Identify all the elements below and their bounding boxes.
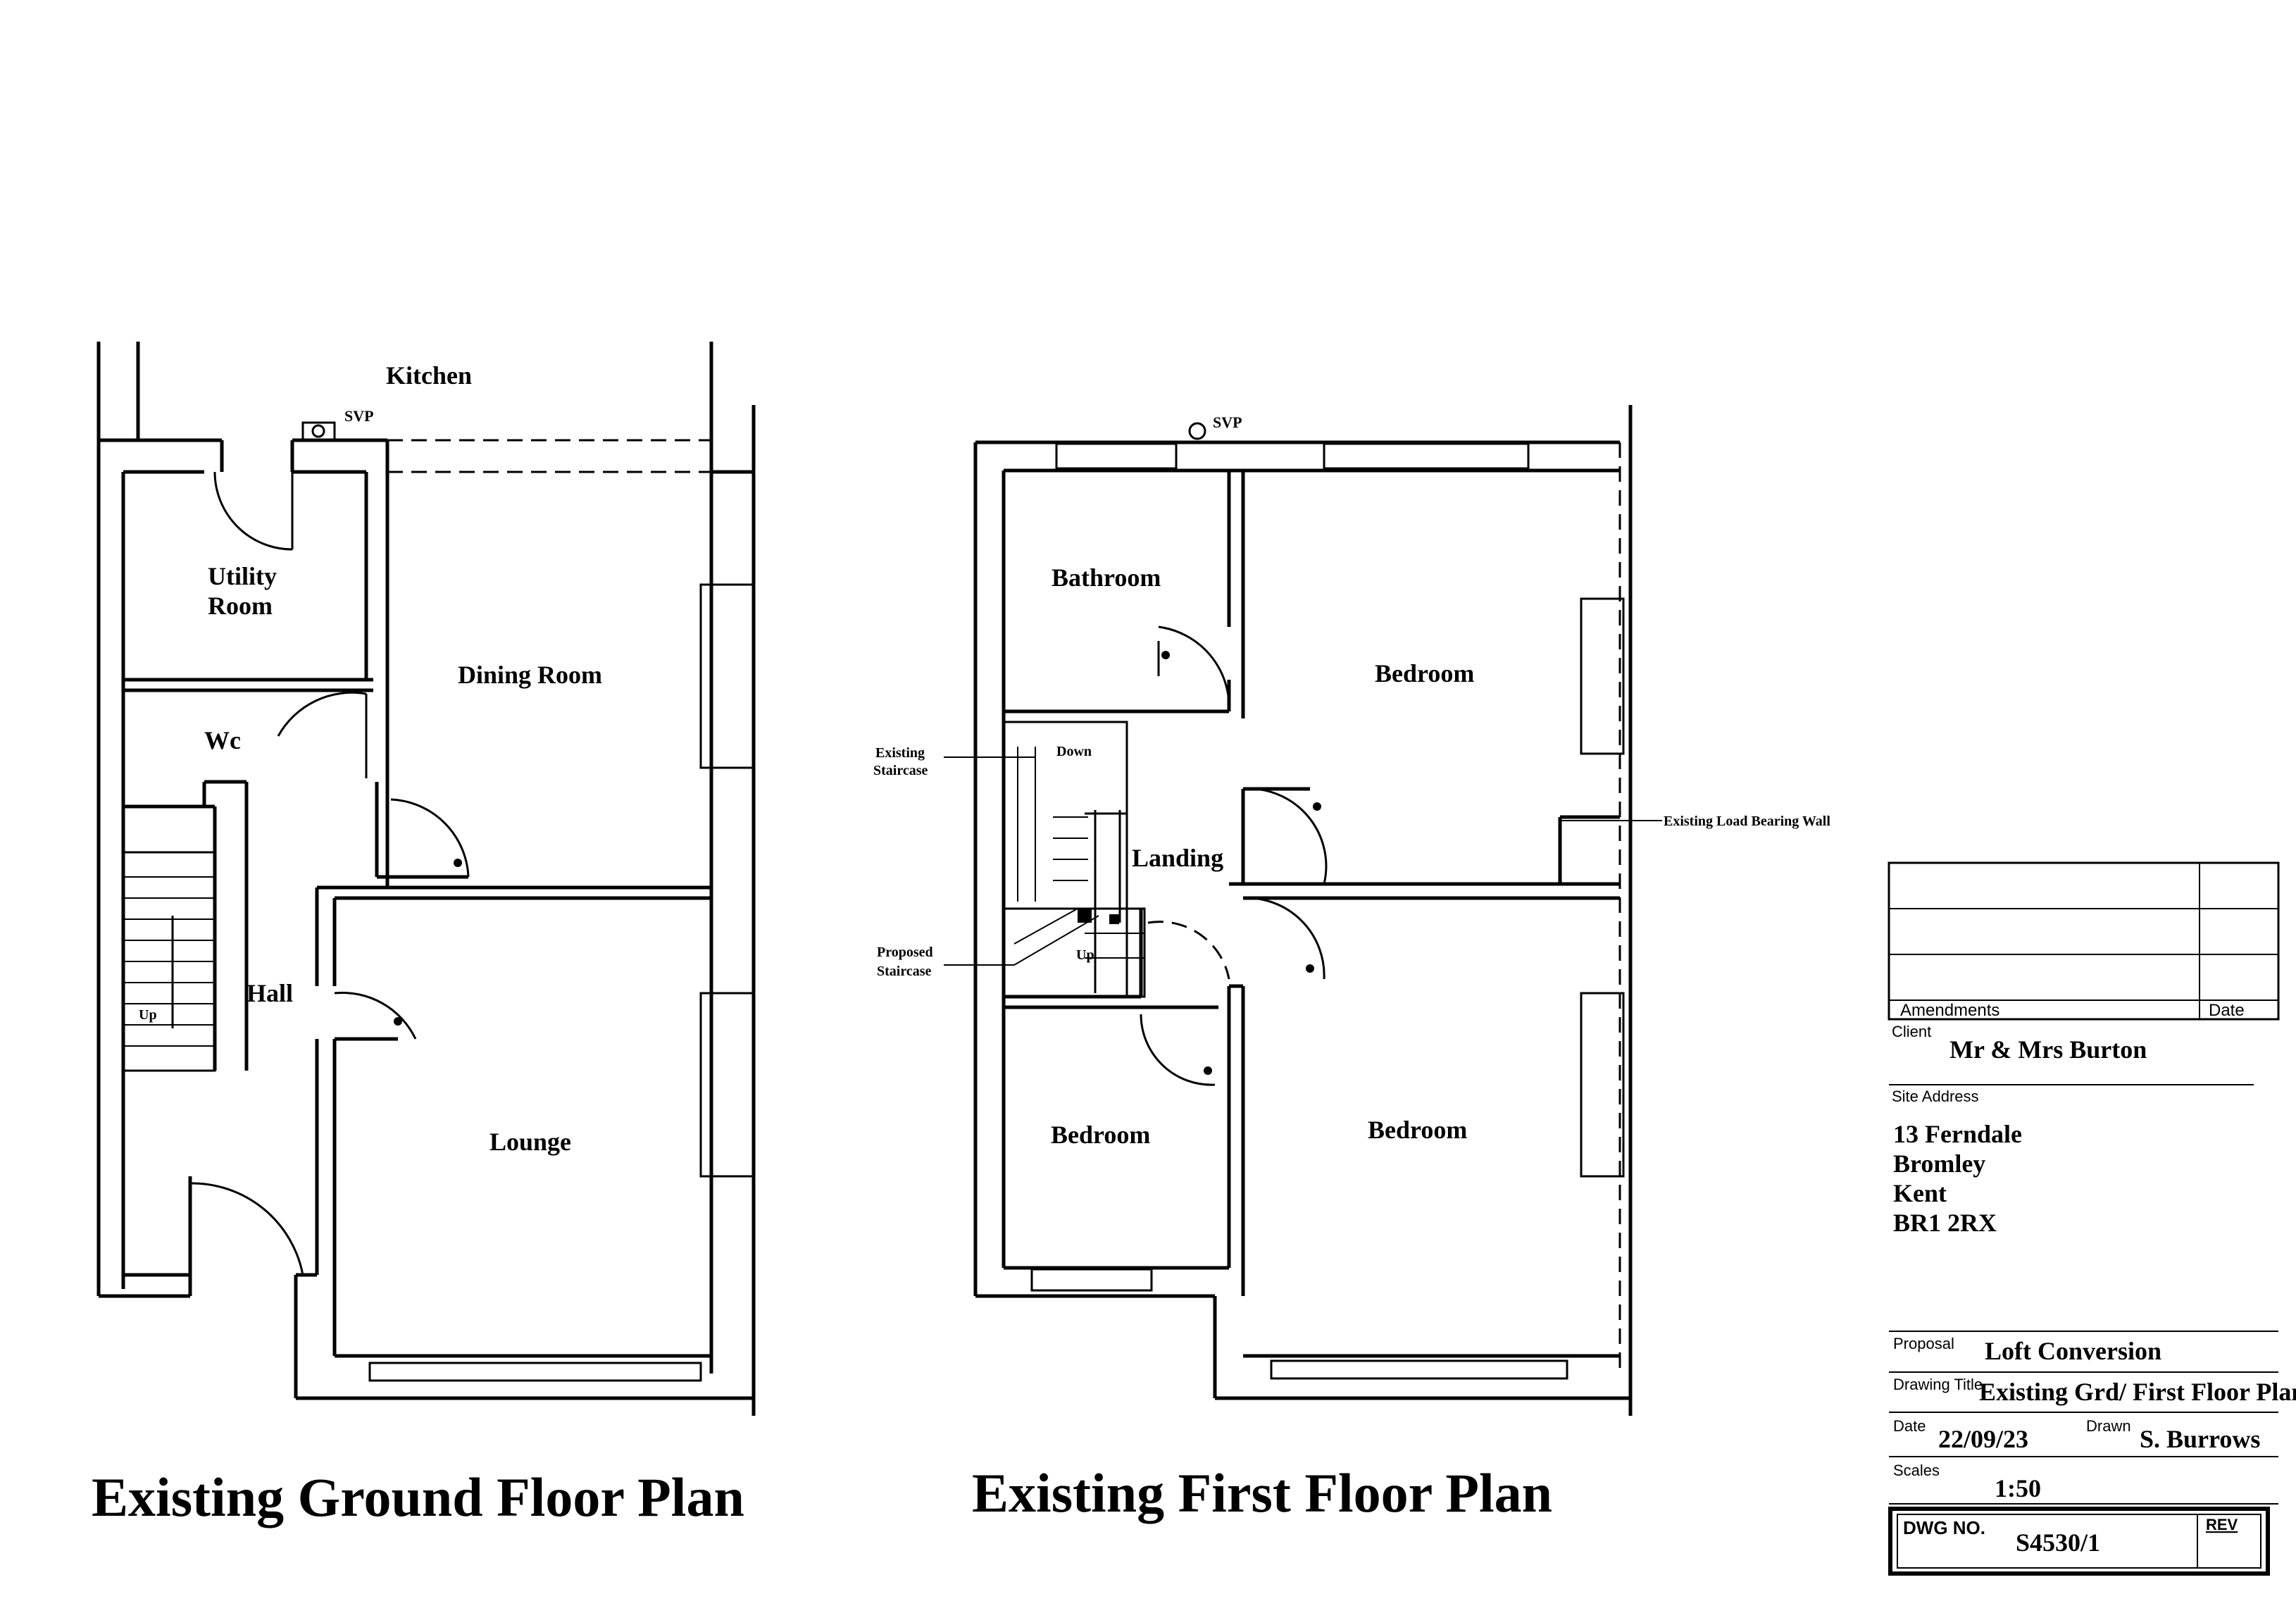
room-label-utility-2: Room	[208, 592, 273, 620]
address-line-2: Bromley	[1893, 1150, 1985, 1178]
room-label-bedroom-rear: Bedroom	[1375, 659, 1474, 687]
existing-staircase-label-2: Staircase	[873, 763, 928, 778]
room-label-bedroom-small: Bedroom	[1051, 1121, 1150, 1149]
scales-label: Scales	[1893, 1462, 1940, 1479]
proposed-staircase-label-2: Staircase	[877, 964, 932, 979]
drawing-title-label: Drawing Title	[1893, 1376, 1983, 1393]
ground-floor-title: Existing Ground Floor Plan	[92, 1466, 744, 1528]
first-floor-title: Existing First Floor Plan	[972, 1462, 1552, 1524]
address-line-3: Kent	[1893, 1179, 1947, 1207]
client-label: Client	[1892, 1023, 1931, 1040]
room-label-dining: Dining Room	[458, 661, 602, 689]
date-value: 22/09/23	[1938, 1425, 2028, 1453]
address-line-4: BR1 2RX	[1893, 1209, 1997, 1237]
proposed-staircase-label-1: Proposed	[877, 945, 933, 960]
drawn-value: S. Burrows	[2140, 1425, 2260, 1453]
address-line-1: 13 Ferndale	[1893, 1120, 2022, 1148]
svp-label-first: SVP	[1213, 413, 1242, 431]
proposal-label: Proposal	[1893, 1335, 1954, 1352]
site-address-label: Site Address	[1892, 1088, 1979, 1105]
first-floor-plan: SVP Bathroom Bedroom Existing Staircase …	[873, 405, 1830, 1524]
room-label-landing: Landing	[1132, 844, 1223, 872]
room-label-wc: Wc	[204, 726, 241, 754]
dwg-no-label: DWG NO.	[1903, 1517, 1985, 1538]
scale-value: 1:50	[1995, 1474, 2041, 1502]
room-label-utility-1: Utility	[208, 562, 277, 590]
amendments-date-label: Date	[2209, 1001, 2245, 1020]
existing-staircase-label-1: Existing	[875, 745, 925, 761]
title-block: Amendments Date Client Mr & Mrs Burton S…	[1888, 861, 2296, 1576]
room-label-bathroom: Bathroom	[1052, 563, 1161, 592]
room-label-bedroom-front: Bedroom	[1368, 1116, 1467, 1144]
ground-floor-plan: Kitchen SVP Utility Room Dining Room Wc …	[92, 342, 756, 1528]
stair-up-label-first: Up	[1076, 947, 1094, 963]
client-name: Mr & Mrs Burton	[1949, 1035, 2147, 1064]
svp-label: SVP	[344, 407, 374, 425]
amendments-label: Amendments	[1900, 1001, 1999, 1020]
drawn-label: Drawn	[2086, 1417, 2131, 1435]
room-label-hall: Hall	[247, 979, 293, 1007]
drawing-title-value: Existing Grd/ First Floor Plan	[1979, 1378, 2296, 1406]
date-label: Date	[1893, 1417, 1926, 1435]
stair-down-label: Down	[1056, 744, 1092, 759]
proposal-value: Loft Conversion	[1985, 1337, 2161, 1365]
room-label-lounge: Lounge	[489, 1128, 571, 1156]
room-label-kitchen: Kitchen	[386, 361, 472, 390]
load-bearing-wall-label: Existing Load Bearing Wall	[1664, 814, 1830, 829]
rev-label: REV	[2206, 1516, 2238, 1533]
dwg-no-value: S4530/1	[2016, 1528, 2100, 1557]
stair-up-label: Up	[139, 1007, 157, 1023]
